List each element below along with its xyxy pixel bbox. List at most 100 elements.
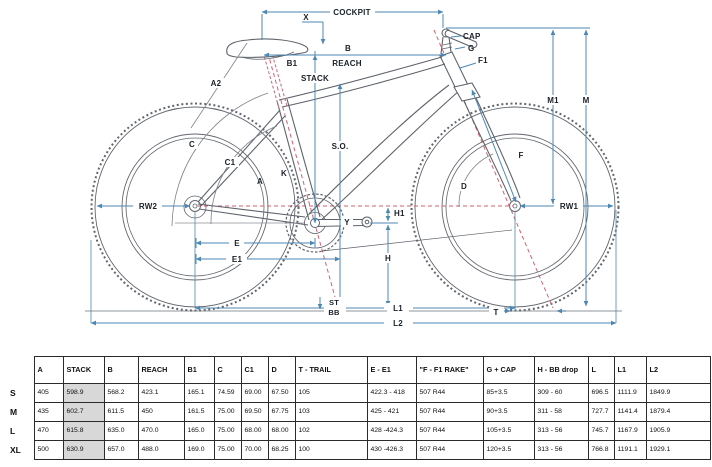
- dimension-labels: COCKPIT X B B1 REACH STACK CAP G F1 M1 M…: [139, 8, 590, 328]
- table-cell: 657.0: [103, 440, 139, 460]
- label-rw1: RW1: [560, 202, 579, 211]
- label-h: H: [385, 254, 391, 263]
- angle-arcs: [171, 42, 494, 227]
- label-a2: A2: [211, 79, 222, 88]
- table-cell: 1167.9: [613, 421, 647, 441]
- table-cell: 430 -426.3: [366, 440, 417, 460]
- table-cell: 85+3.5: [482, 383, 535, 403]
- table-cell: 75.00: [213, 421, 242, 441]
- label-a: A: [257, 177, 263, 186]
- column-header: L: [587, 356, 615, 384]
- label-cockpit: COCKPIT: [333, 8, 370, 17]
- table-cell: 507 R44: [415, 402, 484, 422]
- dimension-lines: [90, 9, 617, 326]
- column-header: REACH: [137, 356, 185, 384]
- label-rw2: RW2: [139, 202, 158, 211]
- column-header: D: [267, 356, 296, 384]
- table-cell: 90+3.5: [482, 402, 535, 422]
- column-header: H - BB drop: [533, 356, 589, 384]
- size-row-label: L: [1, 421, 34, 441]
- column-header: "F - F1 RAKE": [415, 356, 484, 384]
- label-b: B: [345, 44, 351, 53]
- table-cell: 611.5: [103, 402, 139, 422]
- label-cap: CAP: [463, 32, 481, 41]
- label-so: S.O.: [332, 142, 349, 151]
- table-cell: 1929.1: [645, 440, 711, 460]
- table-cell: 1849.9: [645, 383, 711, 403]
- column-header: STACK: [62, 356, 105, 384]
- table-cell: 568.2: [103, 383, 139, 403]
- table-cell: 405: [33, 383, 64, 403]
- table-cell: 75.00: [213, 402, 242, 422]
- label-c1: C1: [225, 158, 236, 167]
- table-cell: 425 - 421: [366, 402, 417, 422]
- table-cell: 635.0: [103, 421, 139, 441]
- label-y: Y: [344, 218, 350, 227]
- table-cell: 313 - 56: [533, 440, 589, 460]
- label-h1: H1: [394, 209, 405, 218]
- label-f: F: [518, 151, 523, 160]
- column-header: T - TRAIL: [294, 356, 368, 384]
- label-m: M: [583, 96, 590, 105]
- table-cell: 598.9: [62, 383, 105, 403]
- label-c: C: [189, 140, 195, 149]
- table-cell: 120+3.5: [482, 440, 535, 460]
- table-cell: 696.5: [587, 383, 615, 403]
- label-reach: REACH: [332, 59, 361, 68]
- label-st: ST: [329, 298, 339, 307]
- table-cell: 68.25: [267, 440, 296, 460]
- table-cell: 313 - 56: [533, 421, 589, 441]
- table-cell: 745.7: [587, 421, 615, 441]
- table-cell: 507 R44: [415, 421, 484, 441]
- table-cell: 428 -424.3: [366, 421, 417, 441]
- label-bb: BB: [328, 308, 340, 317]
- size-row-label: XL: [1, 440, 34, 460]
- column-header: G + CAP: [482, 356, 535, 384]
- table-cell: 1141.4: [613, 402, 647, 422]
- table-cell: 435: [33, 402, 64, 422]
- size-row-label: M: [1, 402, 34, 422]
- table-cell: 507 R44: [415, 440, 484, 460]
- label-b1: B1: [287, 59, 298, 68]
- table-cell: 630.9: [62, 440, 105, 460]
- table-cell: 68.00: [240, 421, 269, 441]
- table-cell: 727.7: [587, 402, 615, 422]
- table-cell: 311 - 58: [533, 402, 589, 422]
- label-e1: E1: [232, 255, 243, 264]
- table-cell: 165.1: [183, 383, 215, 403]
- label-t: T: [493, 308, 498, 317]
- label-l2: L2: [393, 319, 403, 328]
- column-header: B1: [183, 356, 215, 384]
- size-row-label: S: [1, 383, 34, 403]
- table-cell: 75.00: [213, 440, 242, 460]
- table-cell: 450: [137, 402, 185, 422]
- column-header: L1: [613, 356, 647, 384]
- grip: [444, 29, 478, 49]
- label-k: K: [281, 169, 287, 178]
- label-g: G: [468, 44, 474, 53]
- table-cell: 68.00: [267, 421, 296, 441]
- table-cell: 766.8: [587, 440, 615, 460]
- table-cell: 423.1: [137, 383, 185, 403]
- table-cell: 1905.9: [645, 421, 711, 441]
- table-corner: [1, 356, 34, 384]
- column-header: C1: [240, 356, 269, 384]
- table-cell: 69.00: [240, 383, 269, 403]
- table-cell: 488.0: [137, 440, 185, 460]
- table-cell: 1191.1: [613, 440, 647, 460]
- table-cell: 69.50: [240, 402, 269, 422]
- table-cell: 500: [33, 440, 64, 460]
- table-cell: 615.8: [62, 421, 105, 441]
- table-cell: 105+3.5: [482, 421, 535, 441]
- table-cell: 100: [294, 440, 368, 460]
- table-cell: 67.75: [267, 402, 296, 422]
- column-header: C: [213, 356, 242, 384]
- column-header: L2: [645, 356, 711, 384]
- table-cell: 102: [294, 421, 368, 441]
- table-cell: 161.5: [183, 402, 215, 422]
- table-cell: 309 - 60: [533, 383, 589, 403]
- label-f1: F1: [478, 56, 488, 65]
